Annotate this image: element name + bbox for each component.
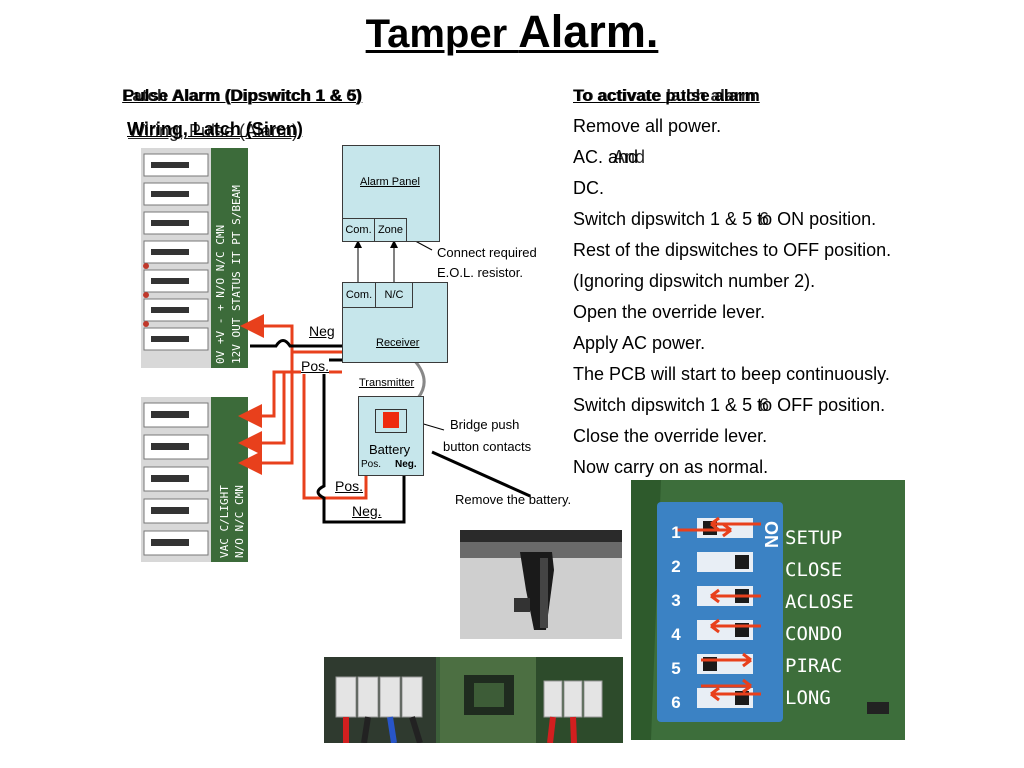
receiver-label: Receiver: [376, 337, 420, 349]
remove-battery-arrow: [431, 450, 531, 498]
right-heading-b: To activate latch alarm: [574, 86, 757, 105]
step-item: Remove all power.: [573, 116, 722, 136]
dip-number: 2: [671, 557, 681, 576]
dip-function-label: CLOSE: [785, 559, 843, 581]
terminal-photo-bottom: VAC C/LIGHT N/O N/C CMN: [141, 397, 248, 562]
alarm-panel-label: Alarm Panel: [360, 176, 420, 188]
terminal-photo-top-graphic: [141, 148, 248, 368]
wiring-heading-a: Wiring, Latch (Siren): [127, 119, 303, 139]
battery-pos-label: Pos.: [361, 459, 382, 470]
step-item: Switch dipswitch 1 & 5 to ON position.: [573, 209, 877, 229]
dipswitch-photo: ON 1 2 3 4 5 6 SETUP CLOSE ACLOSE CONDO …: [631, 480, 905, 740]
terminal-photo-top: 0V +V - + N/O N/C CMN 12V OUT STATUS IT …: [141, 148, 248, 368]
dip-number: 6: [671, 693, 681, 712]
dip-number: 4: [671, 625, 681, 644]
battery-box: Battery Pos. Neg.: [358, 396, 424, 476]
receiver-nc-cell: N/C: [375, 282, 413, 308]
dip-function-labels: SETUP CLOSE ACLOSE CONDO PIRAC LONG: [785, 522, 854, 714]
terminal-photo-bottom-graphic: [141, 397, 248, 562]
connector-photos: [324, 657, 623, 743]
step-item: The PCB will start to beep continuously.: [573, 364, 890, 384]
instruction-steps: Remove all power. AC. and DC. Switch dip…: [573, 115, 891, 487]
title-part-1: Tamper: [365, 12, 519, 56]
step-item: Rest of the dipswitches to OFF position.: [573, 240, 892, 260]
dip-function-label: LONG: [785, 687, 831, 709]
wire-label-neg-bottom: Neg.: [352, 503, 382, 519]
dipswitch-photo-graphic: [631, 480, 905, 740]
dip-number: 3: [671, 591, 681, 610]
step-item: (Ignoring dipswitch number 2).: [573, 271, 816, 291]
eol-note-line-2: E.O.L. resistor.: [437, 265, 523, 280]
eol-note-line-1: Connect required: [437, 245, 537, 260]
dip-on-label: ON: [761, 521, 781, 548]
step-item: Switch dipswitch 1 & 5 to OFF position.: [573, 395, 886, 415]
bridge-note-line-1: Bridge push: [450, 417, 520, 432]
battery-neg-label: Neg.: [395, 459, 417, 470]
six-overlay-2: 6: [759, 395, 770, 415]
receiver-com-cell: Com.: [342, 282, 376, 308]
push-button-icon: [383, 412, 399, 428]
battery-label: Battery: [369, 442, 411, 457]
six-overlay-1: 6: [759, 209, 770, 229]
wire-label-neg-top: Neg: [309, 323, 335, 339]
dip-function-label: SETUP: [785, 527, 843, 549]
wiring-heading-b: Wiring, Pulse (Alarm): [128, 121, 299, 141]
receiver-box: Com. N/C Receiver: [342, 282, 448, 363]
dip-function-label: CONDO: [785, 623, 843, 645]
alarm-panel-box: Alarm Panel Com. Zone: [342, 145, 440, 242]
dip-numbers: 1 2 3 4 5 6: [663, 516, 689, 720]
dip-function-label: PIRAC: [785, 655, 843, 677]
right-heading-a: To activate pulse alarm: [573, 86, 760, 105]
battery-photo-graphic: [460, 530, 622, 639]
bridge-note-line-2: button contacts: [443, 439, 532, 454]
battery-photo: [460, 530, 622, 639]
eol-note: Connect required E.O.L. resistor.: [437, 243, 537, 283]
and-overlay: And: [613, 147, 646, 167]
dip-function-label: ACLOSE: [785, 591, 854, 613]
dip-number: 5: [671, 659, 681, 678]
push-button-outline: [375, 409, 407, 433]
dip-number: 1: [671, 523, 681, 542]
wire-label-pos-bottom: Pos.: [335, 478, 364, 494]
step-item: AC. and: [573, 147, 639, 167]
step-item: Apply AC power.: [573, 333, 706, 353]
transmitter-label: Transmitter: [359, 377, 415, 389]
remove-battery-note: Remove the battery.: [455, 492, 572, 507]
left-heading-a: Pulse Alarm (Dipswitch 1 & 5): [123, 86, 363, 105]
step-item: Close the override lever.: [573, 426, 768, 446]
step-item: Now carry on as normal.: [573, 457, 769, 477]
step-item: Open the override lever.: [573, 302, 766, 322]
title-part-2: Alarm.: [518, 6, 659, 57]
alarm-com-cell: Com.: [342, 218, 375, 242]
left-heading-b: Latch Alarm (Dipswitch 1 & 6): [122, 86, 362, 105]
step-item: DC.: [573, 178, 604, 198]
slide-title: Tamper Alarm.: [0, 6, 1024, 58]
connector-photos-graphic: [324, 657, 623, 743]
alarm-zone-cell: Zone: [374, 218, 407, 242]
wire-label-pos-top: Pos.: [301, 358, 330, 374]
bridge-note: Bridge push button contacts: [443, 414, 531, 458]
